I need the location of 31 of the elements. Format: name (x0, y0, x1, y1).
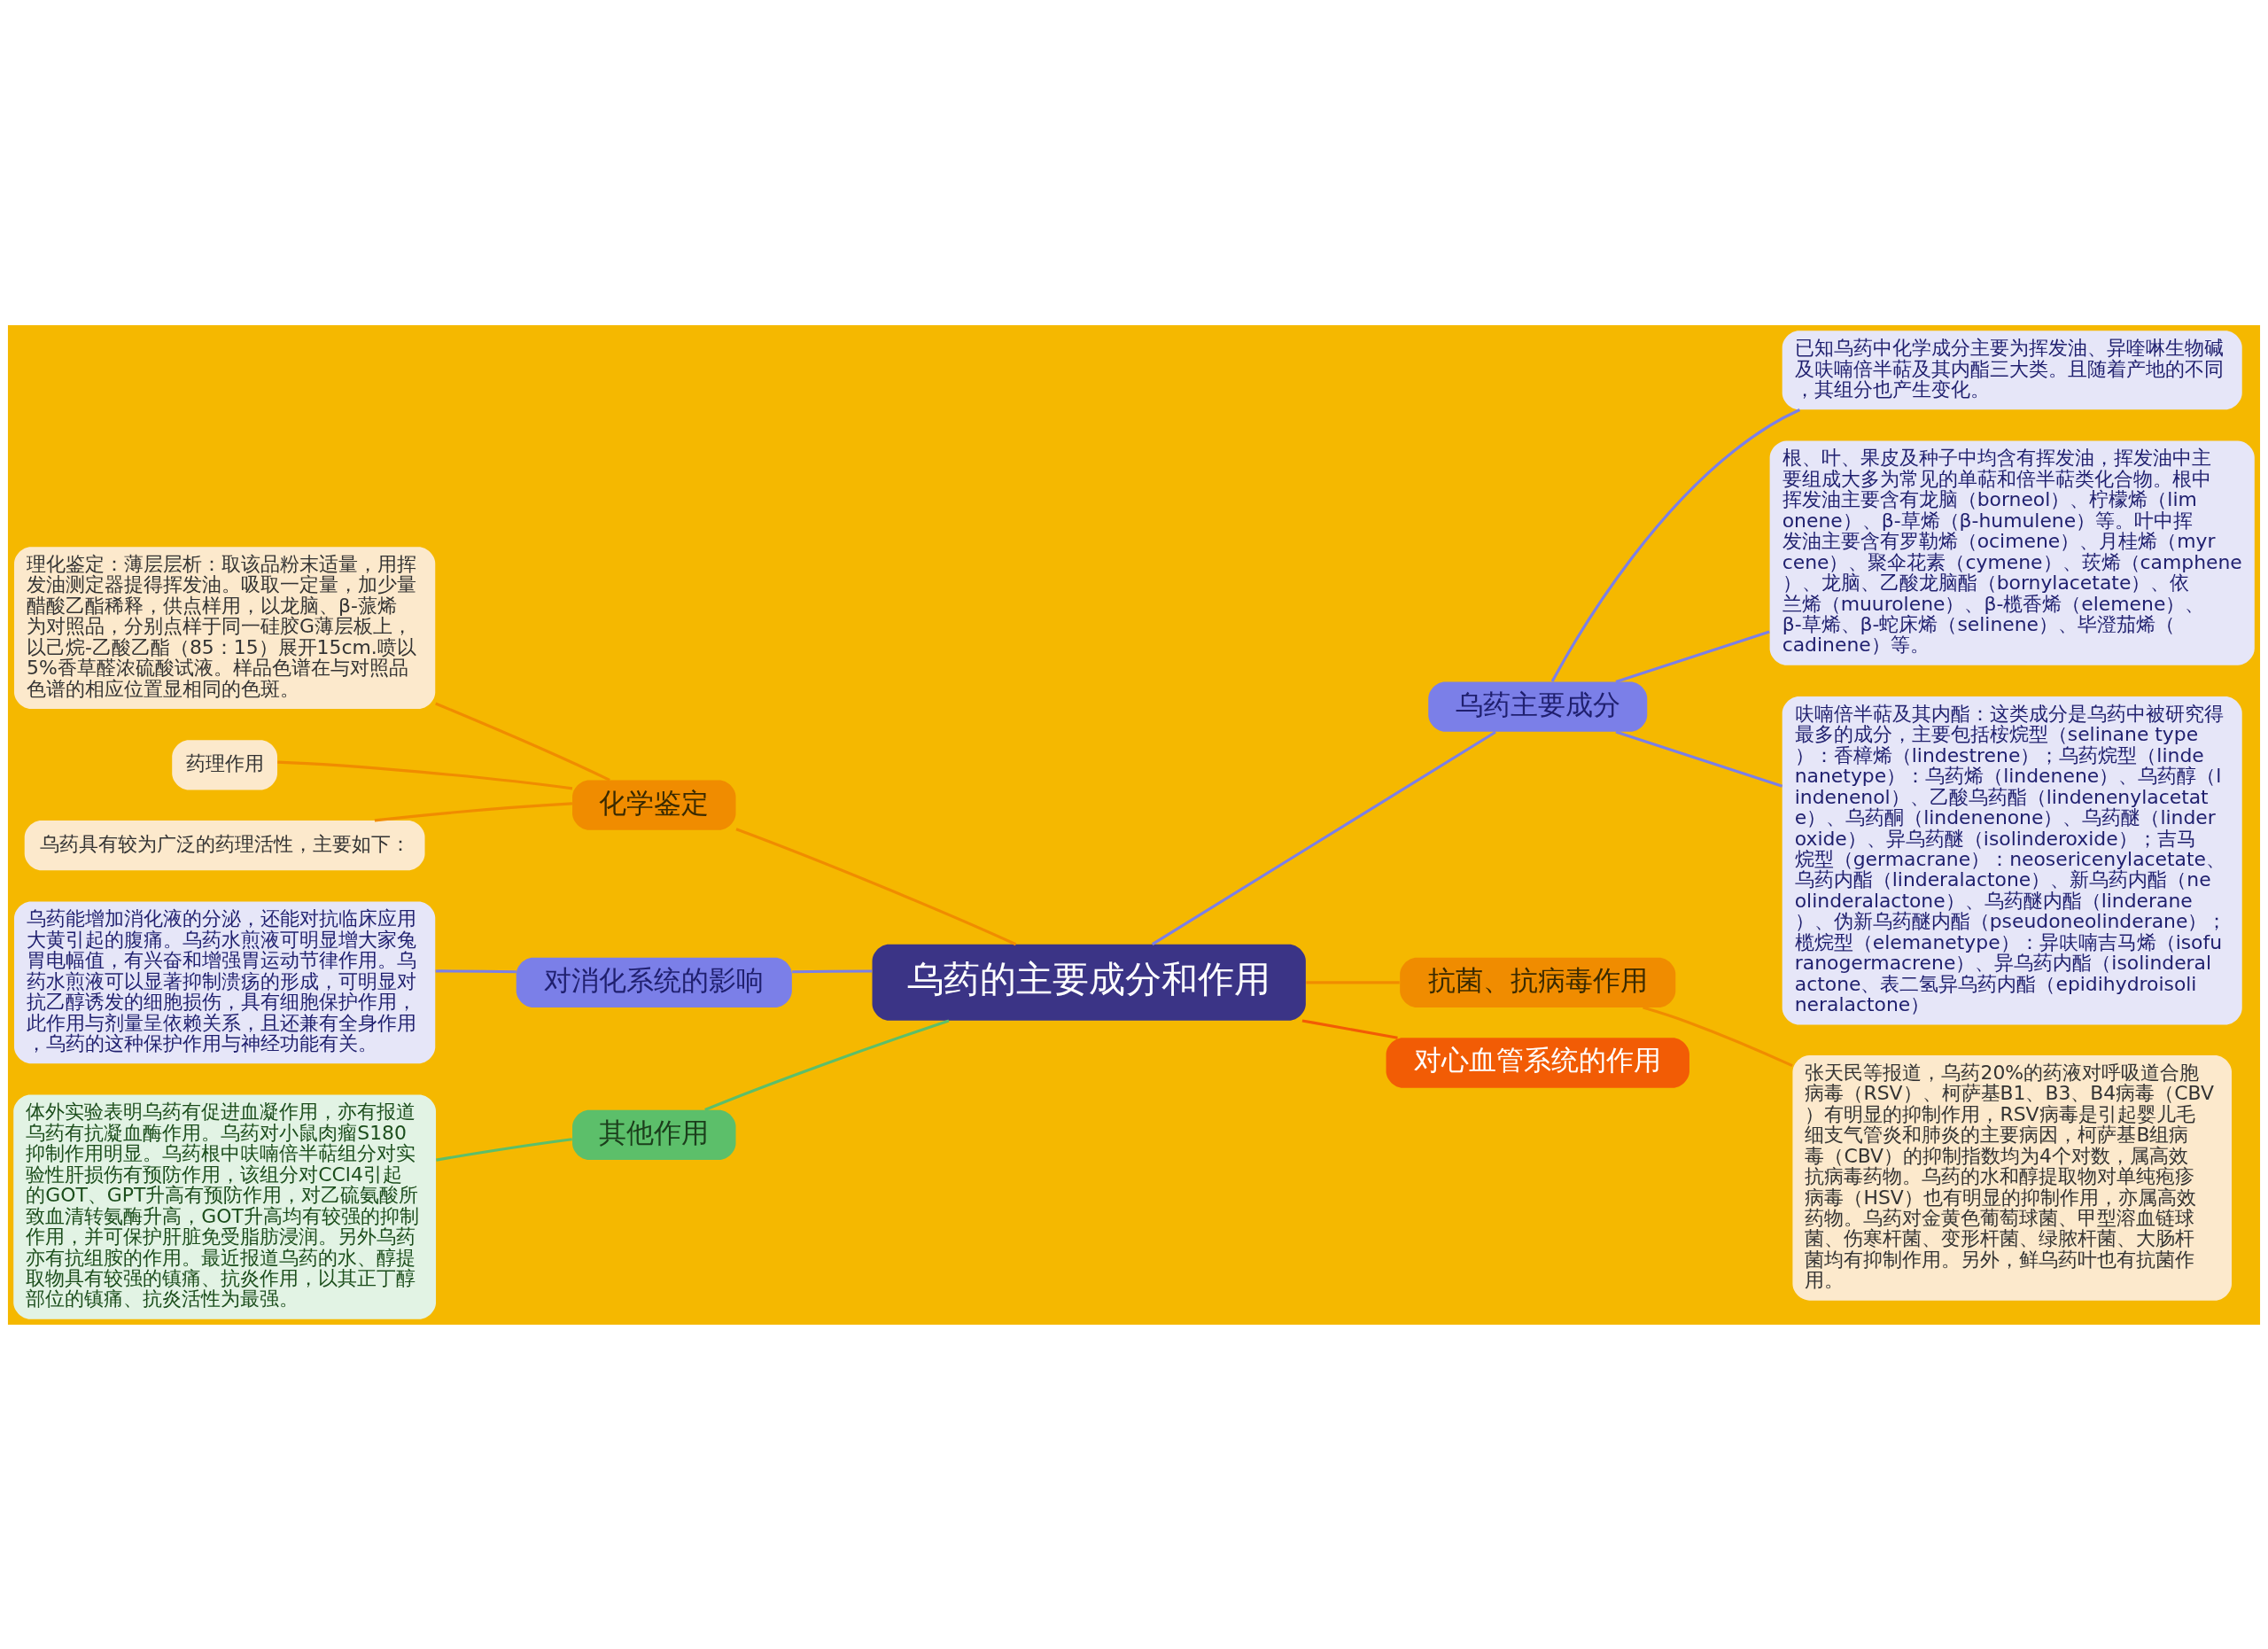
node-box: 乌药具有较为广泛的药理活性，主要如下： (24, 820, 425, 870)
node-box: 理化鉴定：薄层层析：取该品粉末适量，用挥发油测定器提得挥发油。吸取一定量，加少量醋酸乙酯稀释，供点样用，以龙脑、β-蒎烯为对照品，分别点样于同一硅胶G薄层板上，以己烷-乙酸乙酯（85：15）展开15cm.喷以5%香草醛浓硫酸试液。样品色谱在与对照品色谱的相应位置显相同的色斑。 (14, 546, 436, 709)
connector (1550, 408, 1801, 682)
node-box: 张天民等报道，乌药20%的药液对呼吸道合胞病毒（RSV）、柯萨基B1、B3、B4病毒（CBV）有明显的抑制作用，RSV病毒是引起婴儿毛细支气管炎和肺炎的主要病因，柯萨基B组病毒（CBV）的抑制指数均为4个对数，属高效抗病毒药物。乌药的水和醇提取物对单纯疱疹病毒（HSV）也有明显的抑制作用，亦属高效药物。乌药对金黄色葡萄球菌、甲型溶血链球菌、伤寒杆菌、变形杆菌、绿脓杆菌、大肠杆菌均有抑制作用。另外，鲜乌药叶也有抗菌作用。 (1792, 1054, 2232, 1301)
connector (1615, 730, 1783, 788)
connector (374, 801, 572, 821)
connector (1151, 730, 1496, 945)
node-box: 其他作用 (572, 1109, 736, 1160)
node-box: 呋喃倍半萜及其内酯：这类成分是乌药中被研究得最多的成分，主要包括桉烷型（selinane type）：香樟烯（lindestrene）；乌药烷型（lindenanetype）：乌药烯（lindenene）、乌药醇（lindenenol）、乙酸乌药酯（lindenenylacetate）、乌药酮（lindenenone）、乌药醚（linderoxide）、异乌药醚（isolinderoxide）；吉马烷型（germacrane）：neosericenylacetate、乌药内酯（linderalactone）、新乌药内酯（neolinderalactone）、乌药醚内酯（linderane）、伪新乌药醚内酯（pseudoneolinderane）；榄烷型（elemanetype）：异呋喃吉马烯（isofuranogermacrene）、异乌药内酯（isolinderalactone、表二氢异乌药内酯（epidihydroisolineralactone） (1782, 696, 2242, 1024)
connector (1301, 1018, 1398, 1039)
connector (1306, 980, 1400, 984)
node-box: 乌药能增加消化液的分泌，还能对抗临床应用大黄引起的腹痛。乌药水煎液可明显增大家兔胃电幅值，有兴奋和增强胃运动节律作用。乌药水煎液可以显著抑制溃疡的形成，可明显对抗乙醇诱发的细胞损伤，具有细胞保护作用，此作用与剂量呈依赖关系，且还兼有全身作用，乌药的这种保护作用与神经功能有关。 (14, 900, 436, 1063)
connector (1615, 630, 1770, 683)
connector (435, 968, 517, 973)
node-box: 根、叶、果皮及种子中均含有挥发油，挥发油中主要组成大多为常见的单萜和倍半萜类化合物。根中挥发油主要含有龙脑（borneol）、柠檬烯（limonene）、β-草烯（β-humulene）等。叶中挥发油主要含有罗勒烯（ocimene）、月桂烯（myrcene）、聚伞花素（cymene）、莰烯（camphene）、龙脑、乙酸龙脑酯（bornylacetate）、依兰烯（muurolene）、β-榄香烯（elemene）、β-草烯、β-蛇床烯（selinene）、毕澄茄烯（cadinene）等。 (1769, 440, 2255, 665)
node-box: 对消化系统的影响 (516, 957, 792, 1007)
connector (704, 1018, 950, 1111)
node-box: 体外实验表明乌药有促进血凝作用，亦有报道乌药有抗凝血酶作用。乌药对小鼠肉瘤S180抑制作用明显。乌药根中呋喃倍半萜组分对实验性肝损伤有预防作用，该组分对CCl4引起的GOT、GPT升高有预防作用，对乙硫氨酸所致血清转氨酶升高，GOT升高均有较强的抑制作用，并可保护肝脏免受脂肪浸润。另外乌药亦有抗组胺的作用。最近报道乌药的水、醇提取物具有较强的镇痛、抗炎作用，以其正丁醇部位的镇痛、抗炎活性为最强。 (13, 1093, 437, 1319)
connector (735, 827, 1017, 945)
node-box: 乌药的主要成分和作用 (872, 944, 1306, 1021)
connector (792, 968, 873, 973)
node-box: 化学鉴定 (572, 780, 736, 830)
node-box: 抗菌、抗病毒作用 (1400, 957, 1676, 1007)
connector (1643, 1006, 1793, 1067)
node-box: 对心血管系统的作用 (1386, 1037, 1689, 1088)
node-box: 已知乌药中化学成分主要为挥发油、异喹啉生物碱及呋喃倍半萜及其内酯三大类。且随着产地的不同，其组分也产生变化。 (1782, 330, 2242, 409)
connector (277, 760, 573, 789)
connector (435, 702, 610, 782)
node-box: 乌药主要成分 (1428, 681, 1648, 732)
node-box: 药理作用 (172, 739, 278, 789)
connector (436, 1137, 572, 1162)
